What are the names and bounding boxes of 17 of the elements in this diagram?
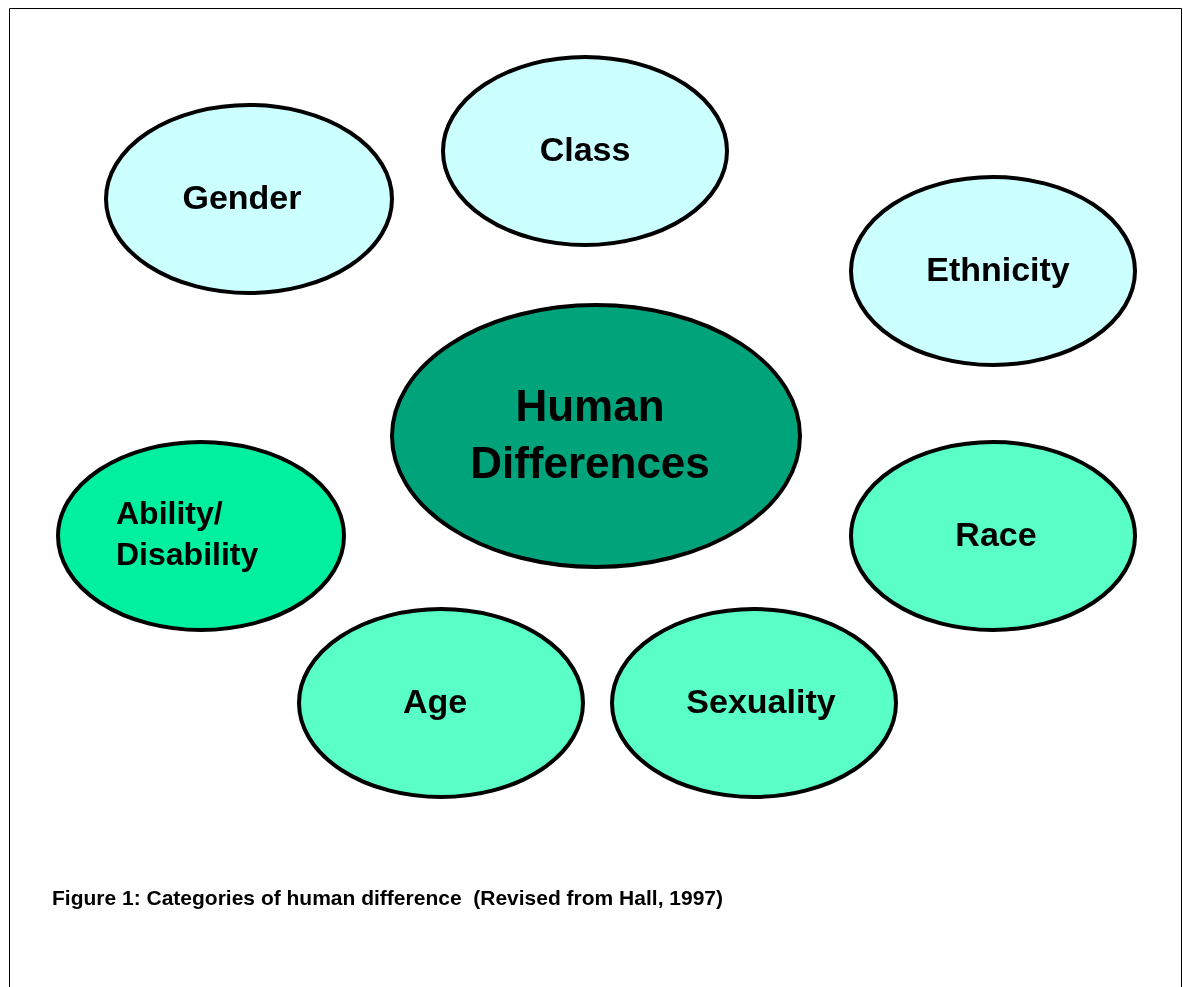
category-label: Class	[538, 129, 632, 170]
category-label: Ability/ Disability	[116, 493, 260, 575]
category-ellipse	[610, 607, 898, 799]
category-ellipse	[104, 103, 394, 295]
category-label: Age	[401, 681, 469, 722]
category-label: Gender	[181, 177, 303, 218]
category-ellipse	[849, 440, 1137, 632]
category-label: Ethnicity	[925, 249, 1071, 290]
category-label: Human Differences	[469, 380, 711, 490]
category-label: Race	[954, 514, 1038, 555]
category-label: Sexuality	[685, 681, 837, 722]
category-ellipse	[390, 303, 802, 569]
category-ellipse	[849, 175, 1137, 367]
figure-caption: Figure 1: Categories of human difference (Revised from Hall, 1997)	[52, 886, 723, 910]
category-ellipse	[441, 55, 729, 247]
category-ellipse	[56, 440, 346, 632]
category-ellipse	[297, 607, 585, 799]
